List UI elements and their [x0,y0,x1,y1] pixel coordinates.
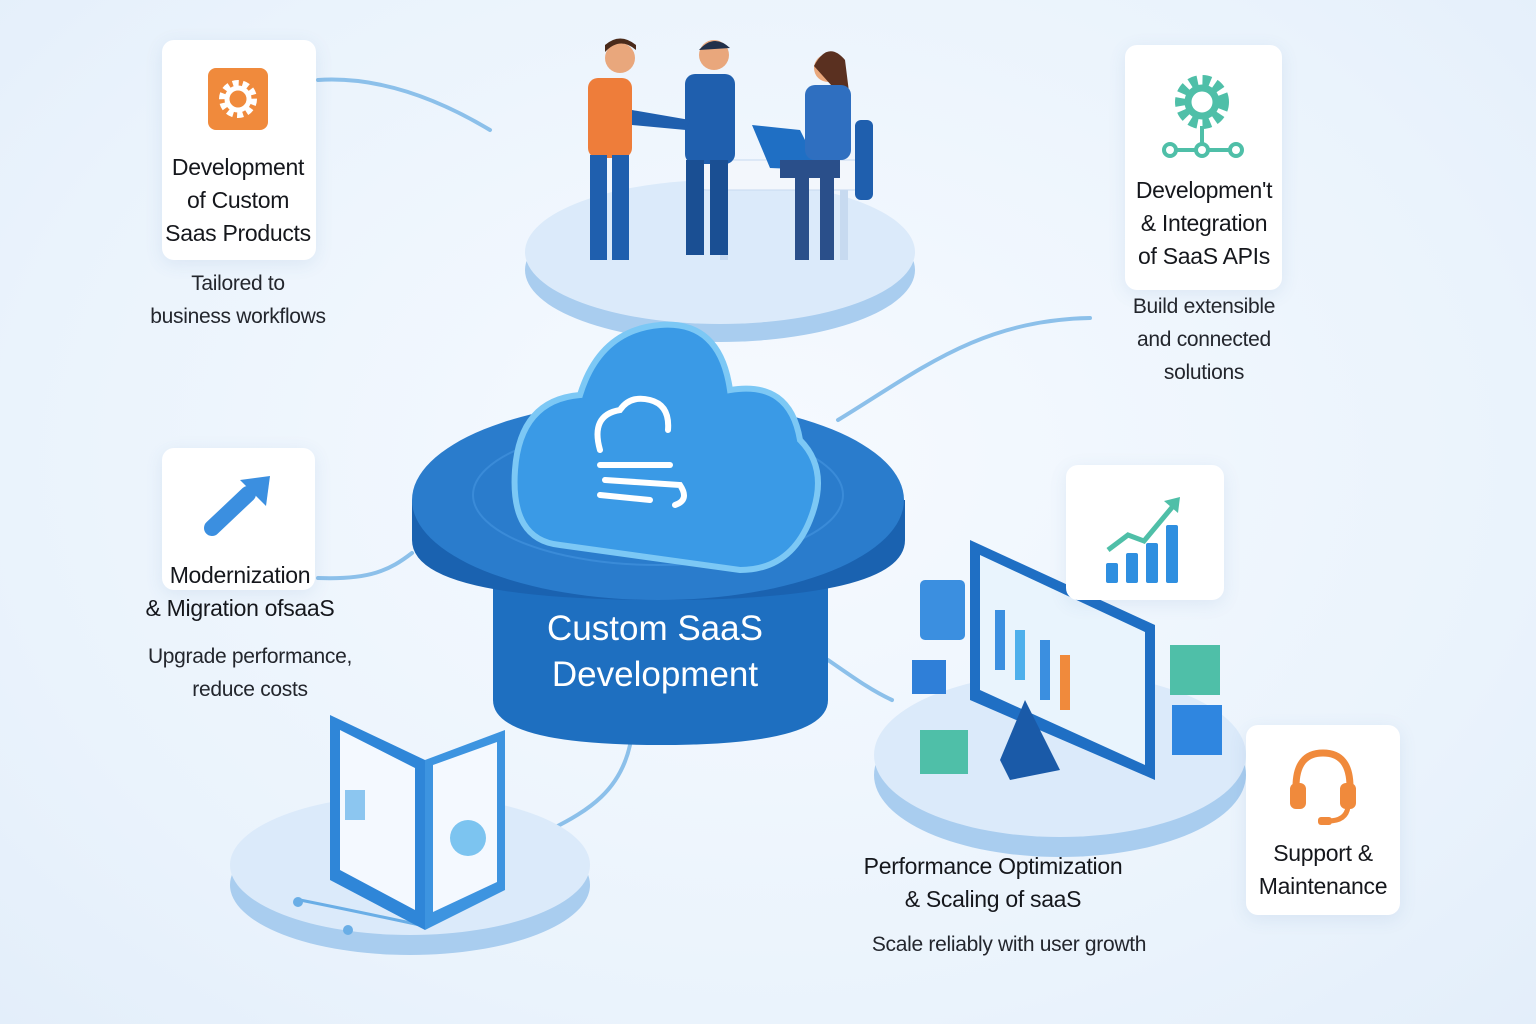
title-line: of Custom [186,187,290,213]
title-line: of SaaS APIs [1138,243,1270,269]
service-title-api-integration: Developmen't & Integration of SaaS APIs [1104,174,1304,273]
center-title-line-1: Custom SaaS [547,609,763,648]
title-line: Saas Products [165,220,311,246]
title-line: Maintenance [1258,873,1388,899]
center-title-line-2: Development [551,655,759,694]
service-title-performance: Performance Optimization & Scaling of sa… [840,850,1146,916]
gear-icon [208,68,268,130]
title-line: Support & [1273,840,1373,866]
gear-network-icon [1162,75,1244,158]
title-line: Developmen't [1135,177,1273,203]
cloud-icon [511,321,821,574]
service-desc-performance: Scale reliably with user growth [850,928,1168,961]
desc-line: solutions [1163,361,1245,384]
arrow-up-right-icon [204,476,270,536]
service-desc-modernization: Upgrade performance, reduce costs [120,640,380,706]
title-line: & Integration [1140,210,1268,236]
service-desc-api-integration: Build extensible and connected solutions [1104,290,1304,389]
title-line: & Scaling of saaS [904,886,1082,912]
service-card-custom-saas[interactable] [162,40,316,260]
service-card-performance[interactable] [1066,465,1224,600]
service-title-modernization: Modernization & Migration ofsaaS [130,559,350,625]
service-card-modernization[interactable] [162,448,315,590]
desc-line: reduce costs [192,678,308,701]
desc-line: business workflows [150,305,326,328]
title-line: Performance Optimization [863,853,1123,879]
service-card-support[interactable] [1246,725,1400,915]
service-desc-custom-saas: Tailored to business workflows [118,267,358,333]
desc-line: and connected [1137,328,1271,351]
headset-icon [1290,749,1356,825]
desc-line: Build extensible [1132,295,1276,318]
title-line: Development [171,154,305,180]
service-title-support: Support & Maintenance [1246,837,1400,903]
desc-line: Scale reliably with user growth [871,933,1147,956]
growth-chart-icon [1106,497,1180,583]
title-line: & Migration ofsaaS [145,595,335,621]
center-title: Custom SaaS Development [500,606,810,698]
service-title-custom-saas: Development of Custom Saas Products [140,151,336,250]
title-line: Modernization [169,562,311,588]
desc-line: Tailored to [191,272,285,295]
service-card-api-integration[interactable] [1125,45,1282,290]
desc-line: Upgrade performance, [147,645,353,668]
